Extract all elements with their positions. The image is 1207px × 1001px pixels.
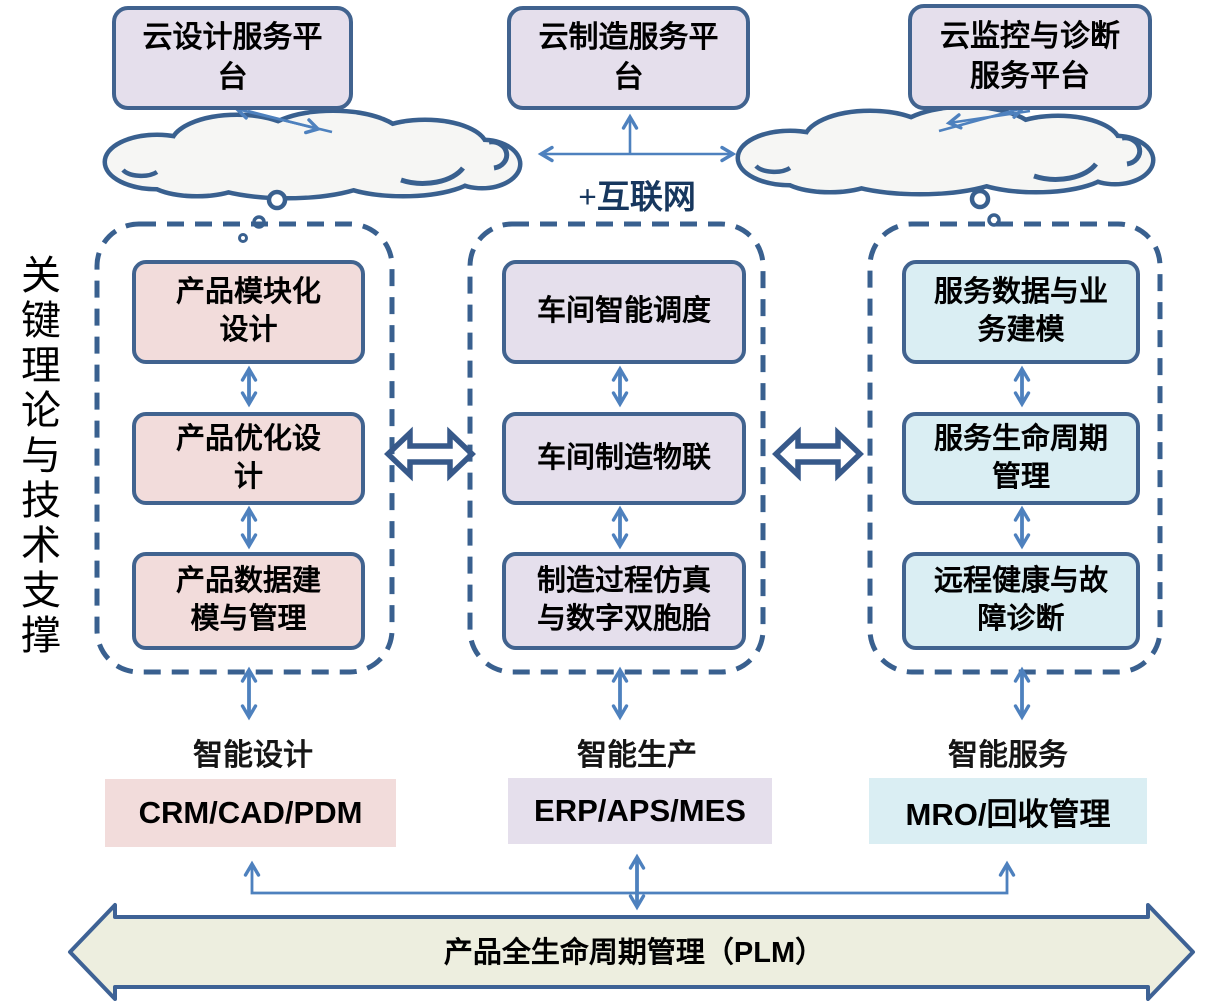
system-box-mro-recycle: MRO/回收管理	[869, 778, 1147, 844]
plm-banner-arrow	[68, 903, 1195, 1001]
design-platform-to-cloud-arrow	[247, 109, 322, 135]
cloud-to-monitor-platform-arrow	[938, 102, 1027, 133]
node-label: 车间智能调度	[536, 295, 711, 328]
node-label: 产品优化设 计	[175, 422, 321, 493]
production-group-outline	[467, 221, 766, 675]
caption-intelligent-service: 智能服务	[948, 739, 1068, 772]
node-process-simulation-digital-twin: 制造过程仿真 与数字双胞胎	[502, 552, 746, 650]
production-service-block-arrow	[772, 426, 864, 482]
node-label: 产品模块化 设计	[175, 276, 321, 346]
system-label: CRM/CAD/PDM	[138, 795, 363, 830]
system-label: ERP/APS/MES	[534, 793, 746, 828]
node-service-lifecycle-management: 服务生命周期 管理	[902, 412, 1140, 505]
system-box-crm-cad-pdm: CRM/CAD/PDM	[105, 779, 396, 847]
systems-plm-connector	[243, 860, 1016, 895]
service-group-outline	[867, 221, 1163, 675]
cloud-manufacturing-platform-box: 云制造服务平 台	[507, 6, 750, 110]
cloud-design-platform-label: 云设计服务平 台	[142, 20, 323, 95]
side-caption: 关键理论与技术支撑	[15, 253, 60, 659]
right-internet-cloud	[740, 109, 1151, 192]
plm-banner-label: 产品全生命周期管理（PLM）	[443, 937, 825, 969]
cloud-monitor-platform-label: 云监控与诊断 服务平台	[940, 19, 1120, 94]
node-label: 服务数据与业 务建模	[933, 276, 1108, 346]
node-label: 车间制造物联	[536, 441, 711, 474]
node-product-modular-design: 产品模块化 设计	[132, 260, 365, 364]
internet-label: +互联网	[578, 180, 696, 216]
node-label: 制造过程仿真 与数字双胞胎	[536, 565, 711, 635]
caption-intelligent-production: 智能生产	[577, 739, 697, 772]
cloud-design-platform-box: 云设计服务平 台	[112, 6, 353, 110]
left-internet-cloud	[107, 113, 518, 196]
right-cloud-trail-circles	[969, 188, 1001, 227]
node-product-data-modeling: 产品数据建 模与管理	[132, 552, 365, 650]
design-production-block-arrow	[384, 426, 476, 482]
system-box-erp-aps-mes: ERP/APS/MES	[508, 778, 772, 844]
caption-intelligent-design: 智能设计	[193, 739, 313, 772]
node-product-optimized-design: 产品优化设 计	[132, 412, 365, 505]
node-workshop-manufacturing-iot: 车间制造物联	[502, 412, 746, 505]
cloud-monitor-platform-box: 云监控与诊断 服务平台	[908, 4, 1152, 110]
node-remote-health-fault-diagnosis: 远程健康与故 障诊断	[902, 552, 1140, 650]
node-service-data-business-modeling: 服务数据与业 务建模	[902, 260, 1140, 364]
cloud-manufacturing-platform-label: 云制造服务平 台	[538, 20, 719, 95]
node-label: 产品数据建 模与管理	[175, 565, 321, 635]
node-label: 服务生命周期 管理	[933, 422, 1108, 493]
node-workshop-intelligent-scheduling: 车间智能调度	[502, 260, 746, 364]
node-label: 远程健康与故 障诊断	[933, 565, 1108, 635]
system-label: MRO/回收管理	[905, 796, 1111, 832]
